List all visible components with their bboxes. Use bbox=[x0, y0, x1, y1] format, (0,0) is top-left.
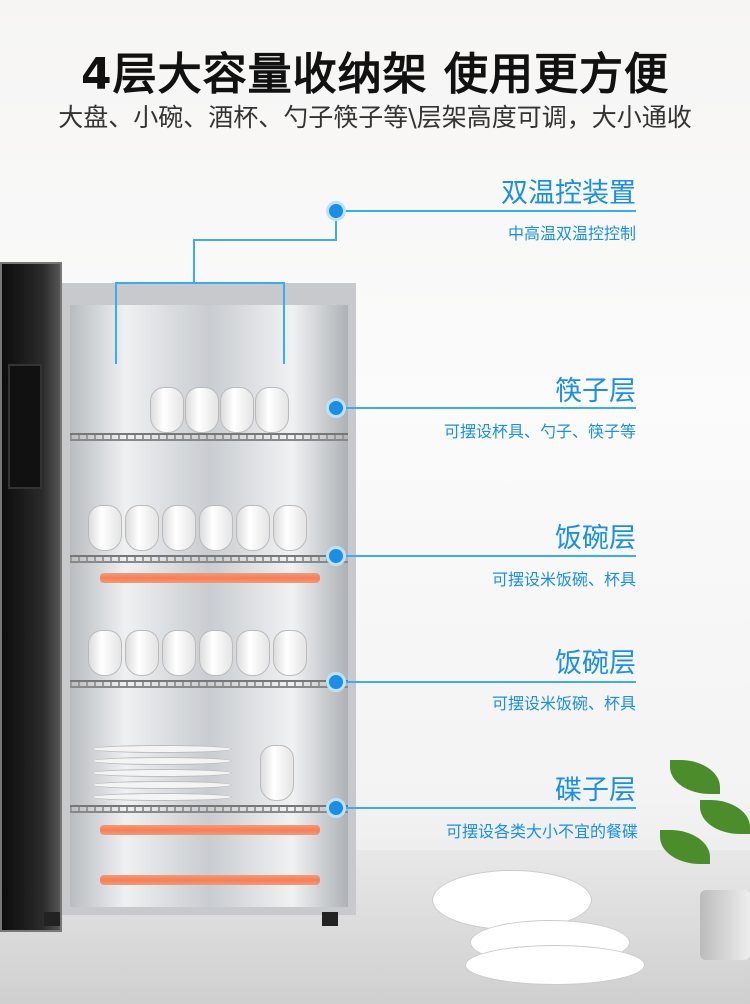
bowl-shape bbox=[236, 505, 270, 551]
heater-tube bbox=[100, 825, 320, 835]
door-handle bbox=[8, 364, 42, 489]
callout-line bbox=[283, 282, 285, 364]
shelf-bowls-2 bbox=[70, 680, 348, 688]
callout-desc: 可摆设杯具、勺子、筷子等 bbox=[443, 422, 636, 441]
callout-dot bbox=[326, 201, 346, 221]
heater-tube bbox=[100, 573, 320, 583]
bowl-shape bbox=[273, 505, 307, 551]
page-subtitle: 大盘、小碗、酒杯、勺子筷子等\层架高度可调，大小通收 bbox=[58, 103, 692, 132]
bowl-shape bbox=[88, 505, 122, 551]
callout-line bbox=[115, 282, 285, 284]
callout-line bbox=[336, 210, 636, 212]
bowl-shape bbox=[162, 505, 196, 551]
callout-dot bbox=[326, 546, 346, 566]
callout-line bbox=[336, 681, 636, 683]
page-title: 4层大容量收纳架 使用更方便 bbox=[81, 49, 669, 100]
heater-tube bbox=[100, 875, 320, 885]
bowl-shape bbox=[125, 630, 159, 676]
callout-dot bbox=[326, 798, 346, 818]
bowl-shape bbox=[260, 745, 294, 801]
callout-dot bbox=[326, 672, 346, 692]
callout-line bbox=[193, 239, 337, 241]
plate-shape bbox=[92, 757, 232, 765]
callout-dot bbox=[326, 398, 346, 418]
callout-line bbox=[115, 282, 117, 364]
callout-line bbox=[336, 807, 636, 809]
leaf-shape bbox=[670, 760, 720, 794]
callout-title: 筷子层 bbox=[555, 376, 636, 407]
callout-title: 饭碗层 bbox=[555, 648, 636, 679]
cabinet-body bbox=[62, 283, 356, 915]
plate-shape bbox=[92, 745, 232, 753]
foot-shape bbox=[44, 912, 60, 926]
cabinet-door bbox=[0, 262, 62, 932]
shelf-chopsticks bbox=[70, 433, 348, 441]
callout-desc: 可摆设米饭碗、杯具 bbox=[491, 570, 636, 589]
shelf-plates bbox=[70, 805, 348, 813]
leaf-shape bbox=[700, 800, 750, 834]
callout-desc: 可摆设各类大小不宜的餐碟 bbox=[445, 822, 638, 841]
callout-line bbox=[336, 555, 636, 557]
bowl-shape bbox=[273, 630, 307, 676]
callout-desc: 中高温双温控控制 bbox=[507, 224, 636, 243]
foot-shape bbox=[322, 912, 338, 926]
bowl-shape bbox=[199, 630, 233, 676]
bowl-shape bbox=[162, 630, 196, 676]
bowl-shape bbox=[199, 505, 233, 551]
plant-pot bbox=[700, 890, 750, 960]
callout-title: 碟子层 bbox=[555, 775, 636, 806]
callout-title: 双温控装置 bbox=[501, 178, 636, 209]
bowl-shape bbox=[255, 387, 289, 433]
bowl-shape bbox=[185, 387, 219, 433]
callout-line bbox=[336, 407, 636, 409]
bowl-shape bbox=[150, 387, 184, 433]
bowl-shape bbox=[220, 387, 254, 433]
shelf-bowls-1 bbox=[70, 555, 348, 563]
callout-line bbox=[193, 239, 195, 283]
plate-shape bbox=[92, 781, 232, 789]
dish bbox=[465, 945, 645, 985]
plate-shape bbox=[92, 793, 232, 801]
callout-line bbox=[335, 211, 337, 241]
bowl-shape bbox=[125, 505, 159, 551]
plate-shape bbox=[92, 769, 232, 777]
callout-title: 饭碗层 bbox=[555, 523, 636, 554]
bowl-shape bbox=[88, 630, 122, 676]
callout-desc: 可摆设米饭碗、杯具 bbox=[491, 694, 636, 713]
bowl-shape bbox=[236, 630, 270, 676]
